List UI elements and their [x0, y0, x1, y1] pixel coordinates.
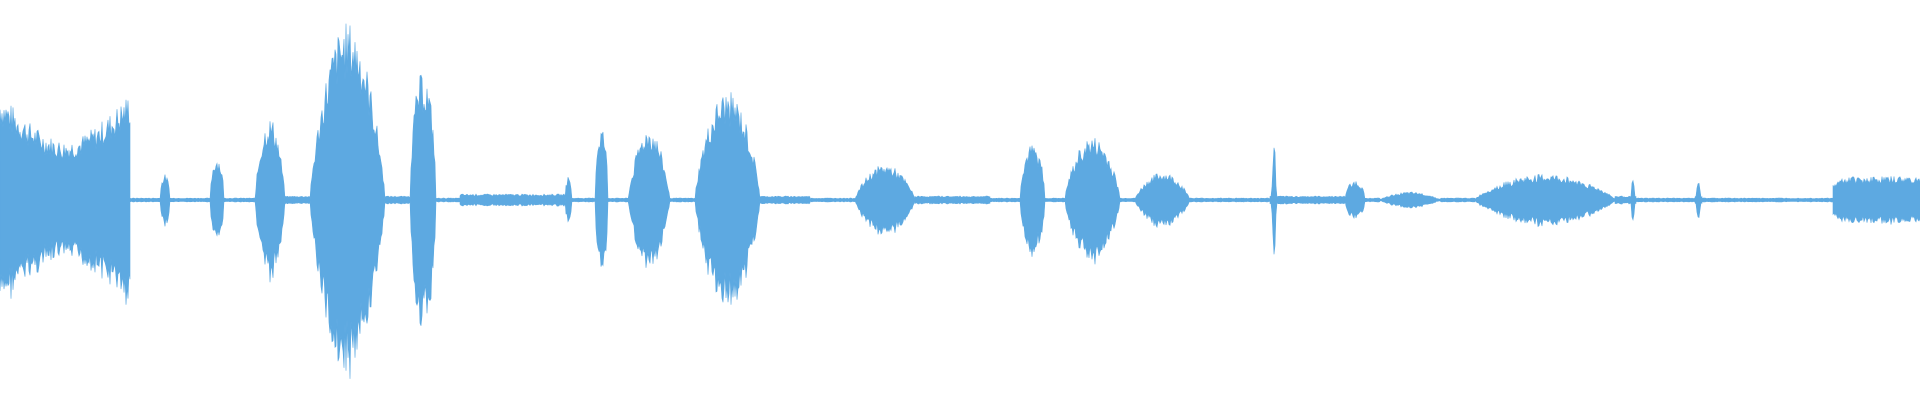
waveform-shape — [0, 23, 1920, 379]
